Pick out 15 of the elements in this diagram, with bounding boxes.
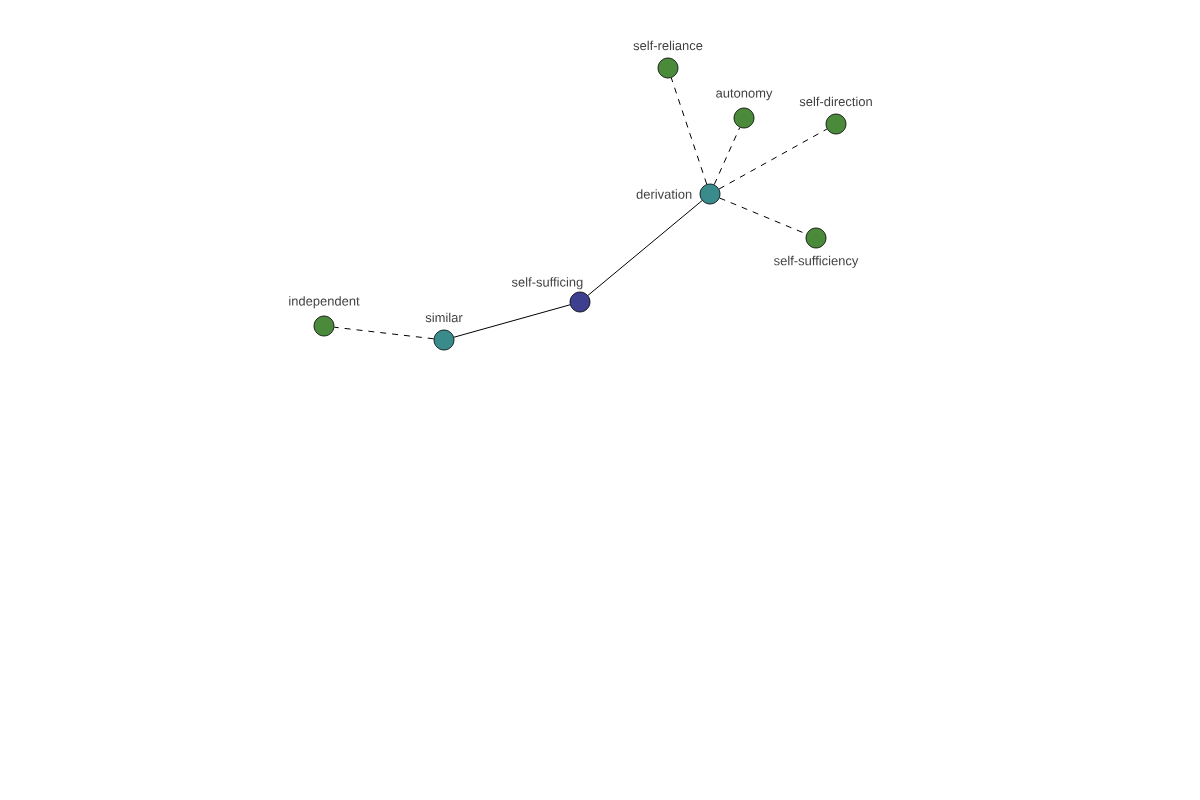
connector-line: [719, 197, 807, 235]
graph-node: [825, 113, 847, 135]
graph-node: [313, 315, 335, 337]
graph-node: [699, 183, 721, 205]
connector-line: [713, 127, 741, 185]
connector-line: [333, 326, 435, 340]
connector-line: [670, 77, 708, 185]
graph-node: [805, 227, 827, 249]
graph-node: [657, 57, 679, 79]
connector-line: [453, 304, 571, 338]
connector-line: [718, 128, 828, 190]
graph-node: [433, 329, 455, 351]
connector-line: [587, 200, 703, 296]
graph-node: [569, 291, 591, 313]
graph-node: [733, 107, 755, 129]
